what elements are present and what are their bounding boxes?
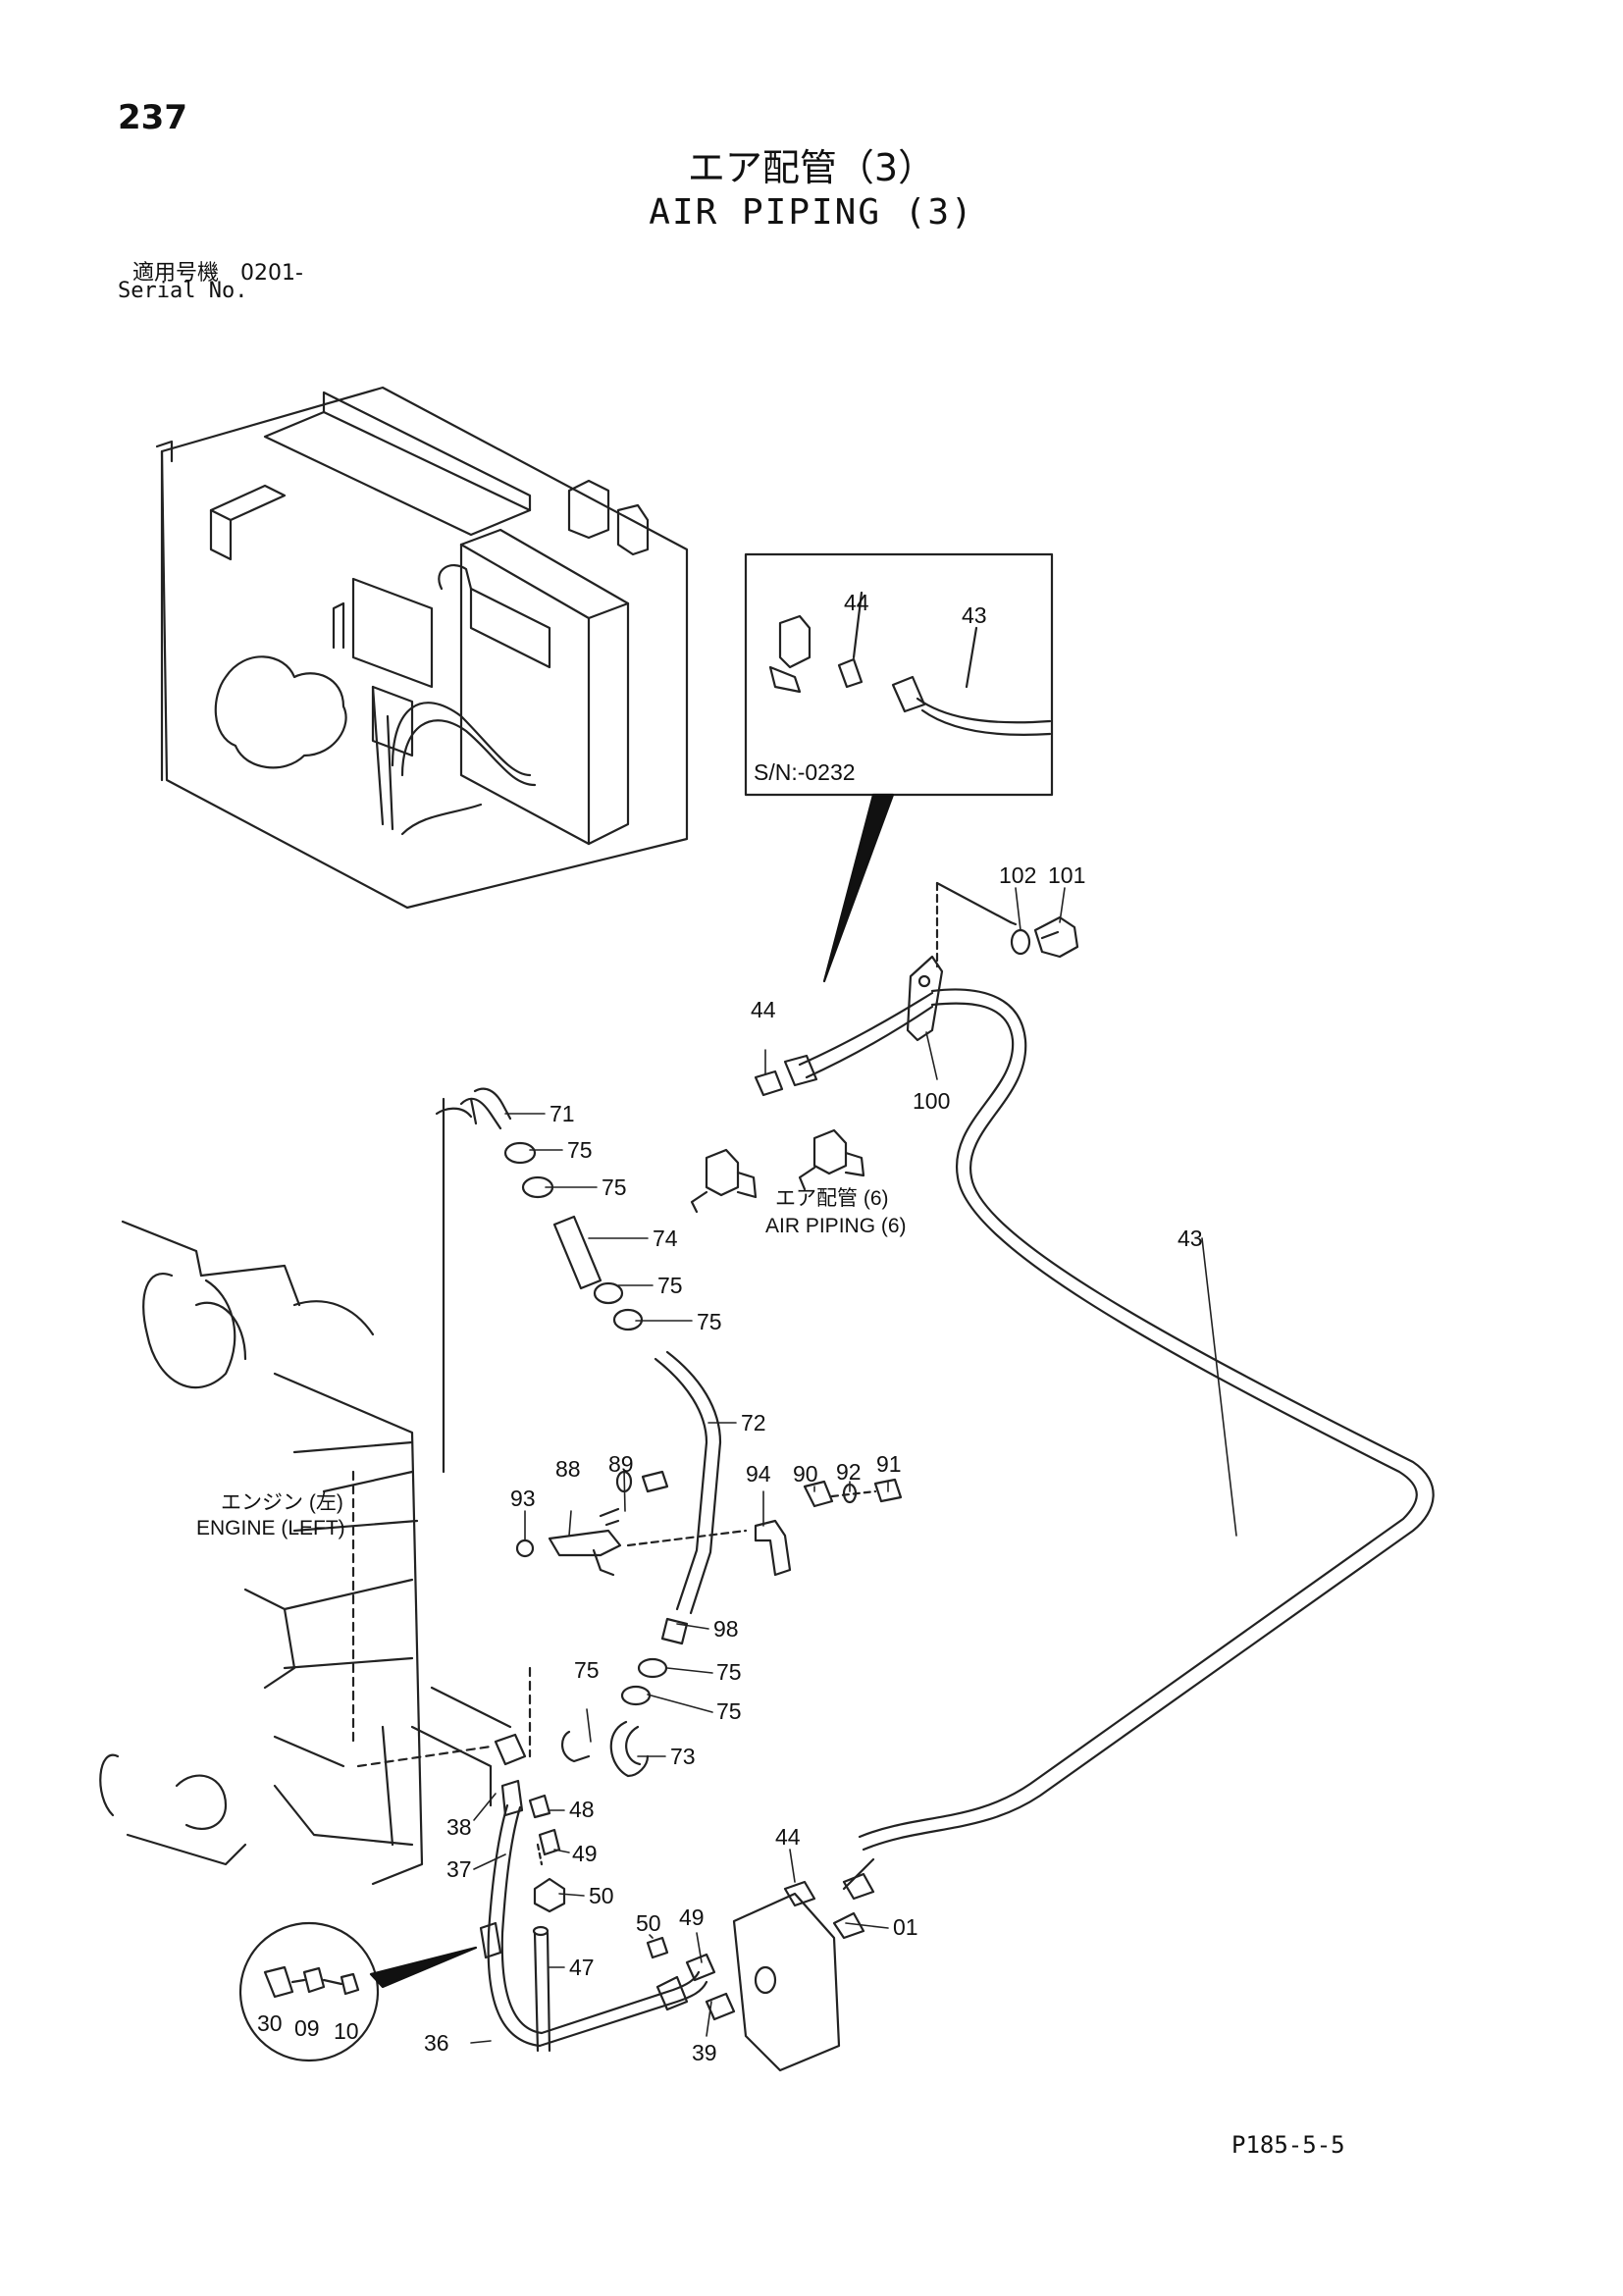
part-101: 101: [1048, 862, 1085, 888]
part-48: 48: [569, 1797, 595, 1822]
bolt-101-washer-102: [1010, 915, 1079, 959]
hose-36-pipe-47: [479, 1803, 708, 2053]
part-75-f: 75: [716, 1698, 742, 1724]
inset-detail-box: [744, 552, 1054, 797]
part-75-d: 75: [697, 1309, 722, 1334]
part-number-labels: 44 43 S/N:-0232 102 101 44 100 43 71 75 …: [257, 590, 1203, 2065]
part-01: 01: [893, 1914, 918, 1940]
clip-detail-circle: [238, 1921, 380, 2062]
note-engine-left-jp: エンジン (左): [221, 1491, 343, 1514]
part-50-a: 50: [589, 1883, 614, 1908]
note-air-piping-6-en: AIR PIPING (6): [765, 1215, 907, 1237]
bracket-88-group: [515, 1470, 748, 1577]
bracket-100: [906, 881, 1018, 1042]
inset-serial-range: S/N:-0232: [754, 759, 856, 785]
note-air-piping-6-jp: エア配管 (6): [775, 1187, 889, 1210]
part-49-a: 49: [572, 1841, 598, 1866]
part-94: 94: [746, 1461, 771, 1487]
leader-lines: [470, 887, 1237, 2044]
part-10: 10: [334, 2018, 359, 2044]
part-74: 74: [653, 1226, 678, 1251]
part-44-bottom: 44: [775, 1824, 801, 1850]
valve-assembly: [690, 1128, 865, 1214]
part-50-b: 50: [636, 1910, 661, 1936]
part-09: 09: [294, 2015, 320, 2041]
part-75-g: 75: [574, 1657, 600, 1683]
inset-part-44: 44: [844, 590, 869, 615]
part-44-top: 44: [751, 997, 776, 1022]
part-75-c: 75: [657, 1273, 683, 1298]
part-36: 36: [424, 2030, 449, 2056]
part-93: 93: [510, 1486, 536, 1511]
serial-label-english: Serial No.: [118, 279, 248, 303]
drawing-code: P185-5-5: [1231, 2131, 1345, 2159]
part-102: 102: [999, 862, 1036, 888]
engine-overview-illustration: [155, 386, 689, 910]
part-88: 88: [555, 1456, 581, 1482]
serial-label-japanese: 適用号機 0201-: [132, 261, 303, 286]
part-100: 100: [913, 1088, 950, 1114]
part-49-b: 49: [679, 1905, 705, 1930]
part-72: 72: [741, 1410, 766, 1435]
inset-part-43: 43: [962, 602, 987, 628]
part-38: 38: [446, 1814, 472, 1840]
clip-detail-pointer: [369, 1946, 478, 1989]
pipe-43-top-hose: [754, 991, 934, 1097]
part-30: 30: [257, 2010, 283, 2036]
plate-01-assembly: [646, 1857, 875, 2072]
part-92: 92: [836, 1459, 862, 1485]
part-89: 89: [608, 1451, 634, 1477]
part-71: 71: [550, 1101, 575, 1126]
page-title-english: AIR PIPING (3): [649, 192, 974, 233]
note-engine-left-en: ENGINE (LEFT): [196, 1517, 345, 1539]
part-98: 98: [713, 1616, 739, 1642]
engine-left-illustration: [99, 1097, 532, 1886]
part-75-e: 75: [716, 1659, 742, 1685]
part-90: 90: [793, 1461, 818, 1487]
part-75-a: 75: [567, 1137, 593, 1163]
page-title-japanese: エア配管（3）: [687, 146, 936, 189]
part-73: 73: [670, 1744, 696, 1769]
page-number: 237: [118, 98, 187, 137]
fittings-37-38-48-49-50: [494, 1733, 566, 1913]
part-37: 37: [446, 1856, 472, 1882]
part-47: 47: [569, 1955, 595, 1980]
pipe-43: [858, 988, 1435, 1852]
bracket-94-group: [754, 1478, 903, 1577]
part-43: 43: [1178, 1226, 1203, 1251]
part-39: 39: [692, 2040, 717, 2065]
hose-71-74-72-73: [459, 1087, 722, 1778]
part-75-b: 75: [602, 1174, 627, 1200]
inset-pointer: [822, 793, 895, 983]
part-91: 91: [876, 1451, 902, 1477]
